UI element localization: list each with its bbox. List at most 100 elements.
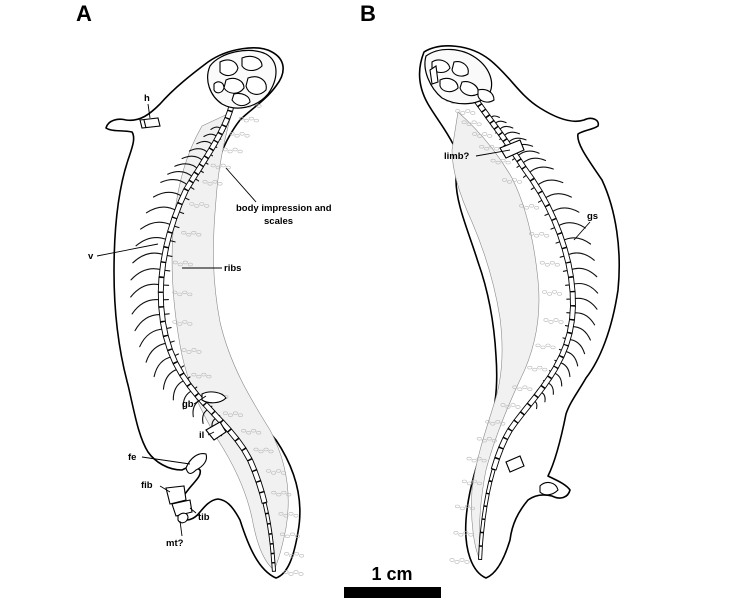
body-scale: [552, 290, 558, 294]
vertebra: [569, 305, 576, 321]
panel-a-letter: A: [76, 1, 92, 26]
body-scale: [284, 552, 290, 556]
panel-b-gastralia-bone: [505, 455, 525, 473]
label-gs: gs: [587, 211, 598, 222]
body-scale: [532, 367, 538, 372]
vertebra: [483, 492, 490, 507]
body-scale: [511, 178, 517, 182]
vertebra: [158, 261, 167, 278]
vertebra: [270, 553, 276, 564]
vertebra: [241, 447, 253, 462]
panel-a-fibula: [165, 485, 187, 505]
body-scale: [196, 233, 202, 237]
vertebra: [565, 261, 574, 278]
body-scale: [547, 292, 553, 296]
body-scale: [453, 531, 459, 535]
body-scale: [238, 116, 244, 121]
vertebra: [234, 437, 247, 452]
panel-a-vertebral-column: [157, 102, 277, 572]
body-scale: [268, 449, 274, 454]
body-scale: [253, 447, 259, 452]
vertebra: [213, 132, 223, 143]
body-scale: [490, 158, 496, 163]
body-scale: [459, 558, 465, 562]
body-scale: [191, 348, 197, 352]
label-mt: mt?: [166, 538, 184, 549]
body-scale: [191, 372, 197, 377]
vertebra: [544, 204, 557, 221]
body-scale: [232, 411, 238, 415]
vertebra: [537, 190, 551, 208]
body-scale: [256, 104, 262, 108]
vertebra: [490, 457, 501, 471]
scale-bar-rect: [344, 587, 441, 598]
vertebra: [478, 532, 484, 547]
body-scale: [258, 449, 264, 454]
leader-v: [96, 243, 159, 257]
body-scale: [182, 320, 188, 324]
vertebra: [172, 361, 185, 376]
vertebra: [477, 545, 483, 560]
panel-a-ilium: [205, 421, 227, 441]
body-scale: [217, 182, 223, 186]
body-scale: [237, 413, 243, 417]
leader-limb: [475, 149, 511, 157]
vertebra: [157, 291, 165, 308]
leader-fib: [159, 485, 171, 493]
panel-b-scale-pattern: [445, 98, 564, 564]
vertebra: [566, 319, 575, 334]
body-scale: [544, 234, 550, 238]
body-scale: [527, 387, 533, 391]
body-scale: [487, 134, 493, 138]
panel-b-pelvis-bone: [539, 481, 559, 496]
vertebra: [224, 109, 233, 120]
body-scale: [172, 260, 178, 265]
body-scale: [199, 202, 205, 206]
label-limb: limb?: [444, 151, 470, 162]
body-scale: [527, 365, 533, 370]
body-scale: [271, 471, 277, 475]
body-scale: [534, 206, 540, 210]
vertebra: [221, 116, 231, 128]
panel-b-vertebral-column: [473, 97, 576, 560]
body-scale: [186, 233, 192, 237]
vertebra: [493, 125, 503, 136]
vertebra: [568, 276, 576, 293]
vertebra: [477, 103, 487, 113]
body-scale: [246, 431, 252, 435]
label-body-impression-line1: body impression and: [236, 203, 332, 214]
body-scale: [298, 572, 304, 576]
body-scale: [500, 158, 506, 163]
vertebra: [529, 177, 543, 194]
vertebra: [203, 147, 214, 159]
body-scale: [539, 261, 545, 265]
body-scale: [244, 134, 250, 138]
vertebra: [498, 131, 508, 142]
body-scale: [554, 263, 560, 267]
panel-a-gastralia-bone: [201, 391, 227, 404]
vertebra: [507, 419, 519, 432]
body-scale: [542, 367, 548, 372]
label-ribs: ribs: [224, 263, 241, 274]
body-scale: [283, 570, 289, 574]
label-gb: gb: [182, 399, 194, 410]
body-scale: [227, 149, 233, 154]
body-scale: [248, 116, 254, 121]
vertebra: [520, 402, 532, 416]
vertebra: [502, 428, 513, 440]
body-scale: [464, 560, 470, 564]
vertebra: [489, 120, 499, 130]
body-scale: [227, 413, 233, 417]
body-scale: [501, 178, 507, 182]
body-scale: [465, 109, 471, 113]
body-scale: [177, 322, 183, 326]
body-scale: [466, 481, 472, 486]
body-scale: [215, 165, 221, 170]
panel-b-limb-bone: [499, 139, 525, 159]
body-scale: [517, 387, 523, 391]
body-scale: [212, 180, 218, 184]
body-scale: [539, 232, 545, 236]
body-scale: [529, 204, 535, 208]
body-scale: [220, 163, 226, 168]
body-scale: [494, 147, 500, 151]
